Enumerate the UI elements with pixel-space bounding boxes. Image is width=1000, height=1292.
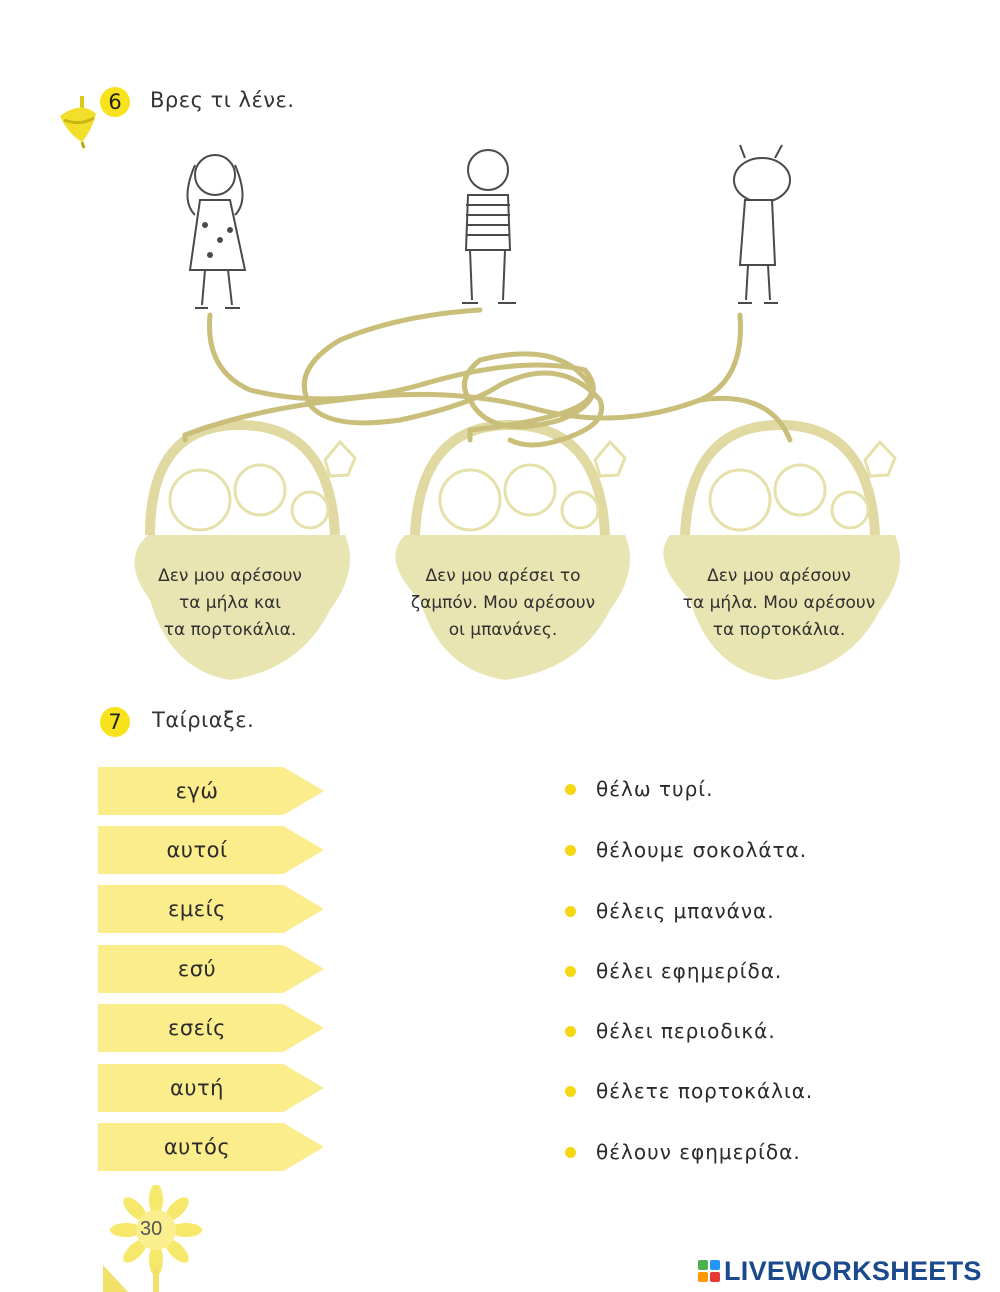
sentence-text-5: θέλει περιοδικά.: [596, 1019, 776, 1043]
basket-3-line-3: τα πορτοκάλια.: [712, 620, 846, 640]
sentence-item-7[interactable]: θέλουν εφημερίδα.: [565, 1132, 801, 1172]
match-dot[interactable]: [565, 1146, 576, 1158]
brand-name: LIVEWORKSHEETS: [724, 1255, 982, 1286]
match-dot[interactable]: [565, 783, 576, 795]
match-dot[interactable]: [565, 1025, 576, 1037]
spinning-top-icon: [60, 96, 96, 149]
sentence-item-2[interactable]: θέλουμε σοκολάτα.: [565, 830, 807, 870]
sentence-text-3: θέλεις μπανάνα.: [596, 899, 775, 923]
pronoun-arrow-6[interactable]: αυτή: [98, 1064, 324, 1112]
pronoun-arrow-2[interactable]: αυτοί: [98, 826, 324, 874]
sentence-text-7: θέλουν εφημερίδα.: [596, 1140, 801, 1164]
sentence-item-4[interactable]: θέλει εφημερίδα.: [565, 951, 782, 991]
match-dot[interactable]: [565, 905, 576, 917]
basket-1-line-3: τα πορτοκάλια.: [163, 620, 297, 640]
sentence-item-1[interactable]: θέλω τυρί.: [565, 769, 713, 809]
exercise-7-number: 7: [100, 707, 130, 737]
pronoun-arrow-4[interactable]: εσύ: [98, 945, 324, 993]
match-dot[interactable]: [565, 965, 576, 977]
basket-1-line-1: Δεν μου αρέσουν: [158, 566, 302, 586]
sentence-item-5[interactable]: θέλει περιοδικά.: [565, 1011, 776, 1051]
basket-1-line-2: τα μήλα και: [178, 593, 282, 613]
liveworksheets-logo: LIVEWORKSHEETS: [698, 1254, 982, 1288]
match-dot[interactable]: [565, 844, 576, 856]
pronoun-arrow-5[interactable]: εσείς: [98, 1004, 324, 1052]
boy-figure: [462, 149, 516, 304]
basket-1-text: Δεν μου αρέσουν τα μήλα και τα πορτοκάλι…: [105, 563, 355, 644]
exercise-6-number: 6: [100, 87, 130, 117]
sentence-text-6: θέλετε πορτοκάλια.: [596, 1079, 814, 1103]
basket-3-line-2: τα μήλα. Μου αρέσουν: [682, 593, 876, 613]
girl-figure: [186, 154, 247, 309]
basket-3-line-1: Δεν μου αρέσουν: [707, 566, 851, 586]
bear-figure: [733, 144, 791, 304]
sentence-text-2: θέλουμε σοκολάτα.: [596, 838, 808, 862]
sentence-item-6[interactable]: θέλετε πορτοκάλια.: [565, 1071, 813, 1111]
page-number: 30: [140, 1218, 163, 1240]
maze-paths: [182, 307, 793, 448]
match-dot[interactable]: [565, 1085, 576, 1097]
basket-3-text: Δεν μου αρέσουν τα μήλα. Μου αρέσουν τα …: [654, 563, 904, 644]
pronoun-arrow-3[interactable]: εμείς: [98, 885, 324, 933]
sentence-item-3[interactable]: θέλεις μπανάνα.: [565, 891, 775, 931]
basket-2-line-3: οι μπανάνες.: [448, 620, 558, 640]
sentence-text-4: θέλει εφημερίδα.: [596, 959, 783, 983]
flower-icon: [103, 1185, 202, 1292]
basket-2-line-1: Δεν μου αρέσει το: [425, 566, 581, 586]
exercise-6-title: Βρες τι λένε.: [150, 88, 295, 112]
pronoun-arrow-7[interactable]: αυτός: [98, 1123, 324, 1171]
liveworksheets-logo-icon: [698, 1260, 720, 1282]
exercise-7-title: Ταίριαξε.: [152, 708, 255, 732]
basket-1: [134, 419, 357, 680]
basket-2: [395, 419, 630, 680]
matching-illustration: [134, 144, 900, 680]
sentence-text-1: θέλω τυρί.: [596, 777, 714, 801]
basket-2-text: Δεν μου αρέσει το ζαμπόν. Μου αρέσουν οι…: [378, 563, 628, 644]
pronoun-arrow-1[interactable]: εγώ: [98, 767, 324, 815]
basket-2-line-2: ζαμπόν. Μου αρέσουν: [410, 593, 596, 613]
